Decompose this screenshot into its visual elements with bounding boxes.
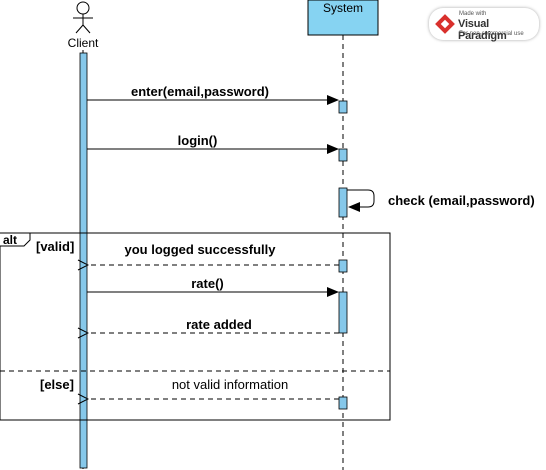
message-label-enter: enter(email,password) <box>131 84 269 99</box>
message-label-rate: rate() <box>191 276 224 291</box>
message-label-rate-added: rate added <box>186 317 252 332</box>
system-activation-1 <box>338 100 348 114</box>
system-activation-6 <box>338 396 348 410</box>
alt-operator-label: alt <box>3 233 18 247</box>
client-activation-bar <box>79 52 88 469</box>
guard-else-label: [else] <box>40 377 74 392</box>
watermark-brand: Visual Paradigm <box>458 18 507 42</box>
system-activation-3 <box>338 187 348 218</box>
watermark-line1: Made with <box>459 11 487 17</box>
watermark-line3: For non-commercial use <box>459 31 524 37</box>
system-activation-2 <box>338 148 348 162</box>
message-label-login: login() <box>177 133 218 148</box>
system-participant-box <box>307 0 379 36</box>
client-actor-icon <box>73 1 93 34</box>
system-participant-label: System <box>322 1 363 15</box>
message-arrow-check-self <box>347 189 375 212</box>
message-label-not-valid: not valid information <box>171 377 289 392</box>
message-label-check: check (email,password) <box>388 193 535 208</box>
visual-paradigm-watermark: Made with Visual Paradigm For non-commer… <box>429 8 539 42</box>
guard-valid-label: [valid] <box>36 239 75 254</box>
alt-fragment-frame <box>0 232 391 421</box>
system-activation-5 <box>338 291 348 334</box>
client-participant-label: Client <box>67 36 99 50</box>
alt-fragment-tab <box>0 232 31 247</box>
system-activation-4 <box>338 259 348 273</box>
visual-paradigm-logo-icon <box>435 14 455 34</box>
message-label-logged: you logged successfully <box>124 242 276 257</box>
